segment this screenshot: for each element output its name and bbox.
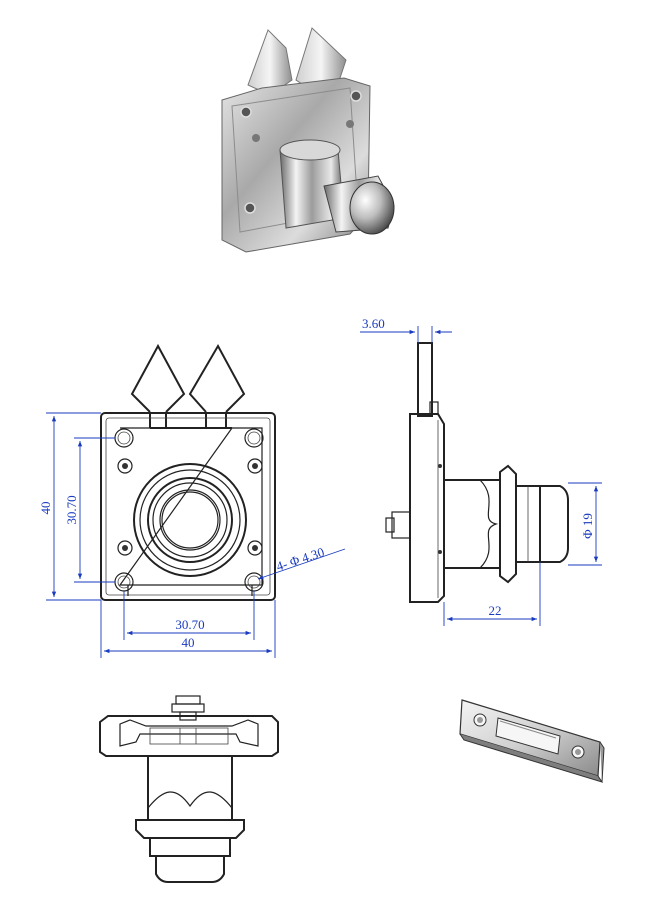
dim-tongue-thickness: 3.60 bbox=[362, 316, 385, 331]
photo-screw-hole bbox=[350, 90, 362, 102]
dim-depth: 22 bbox=[489, 603, 502, 618]
dim-button-diameter: Φ 19 bbox=[580, 513, 595, 539]
front-view-mounting-holes bbox=[114, 428, 264, 592]
strike-plate bbox=[459, 699, 605, 783]
photo-screw-hole bbox=[240, 106, 252, 118]
dim-width-overall: 40 bbox=[182, 635, 195, 650]
side-view-cylinder bbox=[444, 479, 501, 569]
front-view-rivets bbox=[117, 458, 263, 556]
front-view-cylinder bbox=[133, 463, 247, 577]
top-view-button bbox=[149, 838, 231, 857]
top-view-plate bbox=[99, 715, 279, 757]
side-view-plate bbox=[409, 413, 445, 603]
side-view bbox=[385, 342, 569, 603]
photo-button-face bbox=[349, 181, 395, 235]
photo-screw-hole bbox=[244, 202, 256, 214]
dim-height-holes: 30.70 bbox=[64, 495, 79, 524]
top-view bbox=[99, 695, 279, 883]
side-view-dimensions bbox=[360, 326, 602, 626]
strike-plate-slot bbox=[495, 717, 561, 755]
top-view-body bbox=[147, 756, 233, 821]
dim-hole-callout: 4- Φ 4.30 bbox=[274, 544, 326, 574]
front-view bbox=[100, 343, 276, 601]
product-photo bbox=[221, 27, 395, 253]
front-view-dimensions bbox=[46, 412, 346, 658]
dim-width-holes: 30.70 bbox=[175, 617, 204, 632]
dim-height-overall: 40 bbox=[38, 502, 53, 515]
front-view-body bbox=[100, 412, 276, 601]
front-view-right-prong bbox=[188, 343, 246, 413]
front-view-left-prong bbox=[130, 343, 186, 413]
